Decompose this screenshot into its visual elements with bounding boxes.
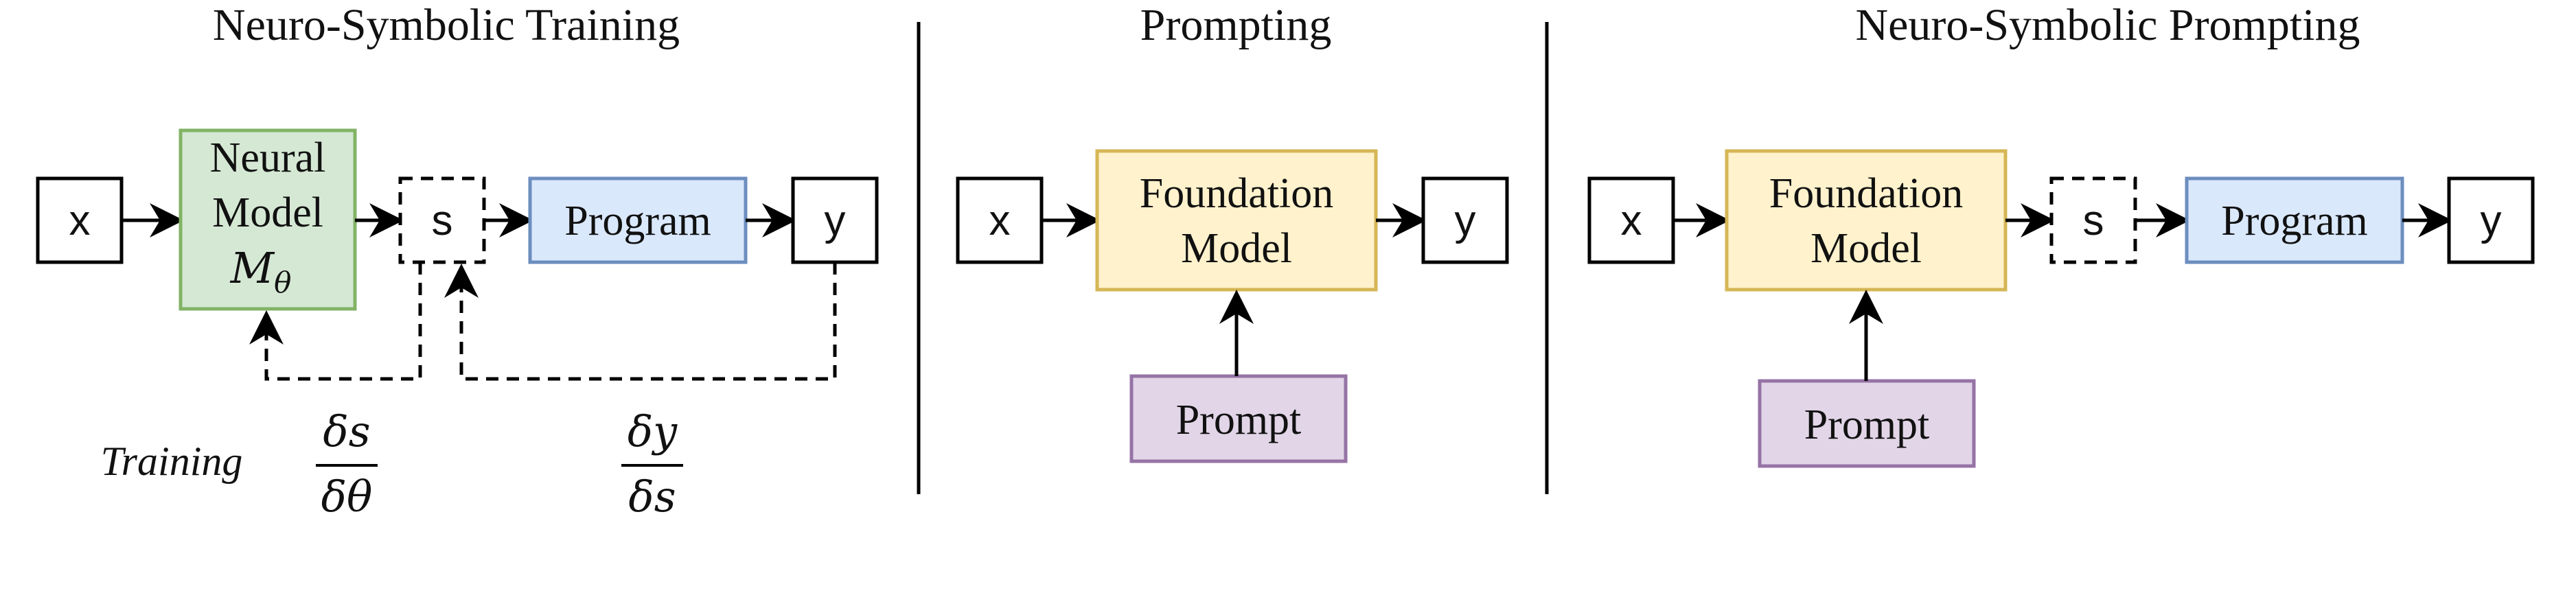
ns-fm-label-line2: Model [1810, 225, 1922, 272]
training-symbols-label: s [432, 197, 453, 244]
neural-model-box [179, 128, 357, 311]
prompting-input-box [956, 176, 1044, 264]
prompting-output-box [1421, 176, 1509, 264]
prompting-input-label: x [989, 197, 1011, 244]
grad-y-numerator: δy [628, 406, 678, 456]
prompting-panel: x Foundation Model y Prompt [956, 149, 1509, 463]
ns-prompt-label: Prompt [1804, 402, 1930, 448]
prompting-output-label: y [1455, 197, 1476, 244]
training-symbols-box [398, 176, 486, 264]
ns-symbols-label: s [2083, 197, 2104, 244]
neural-model-label-line2: Model [212, 189, 323, 236]
grad-s-denominator: δθ [321, 472, 373, 522]
ns-input-label: x [1621, 197, 1642, 244]
ns-output-box [2447, 176, 2535, 264]
ns-fm-label-line1: Foundation [1769, 170, 1963, 217]
neural-model-symbol-main: M [230, 243, 275, 293]
ns-program-label: Program [2221, 198, 2368, 244]
grad-y-denominator: δs [628, 472, 676, 522]
feedback-symbols-to-neural [249, 262, 422, 381]
grad-s-numerator: δs [323, 406, 370, 456]
training-label: Training [101, 439, 243, 484]
training-panel-title: Neuro-Symbolic Training [213, 0, 680, 50]
feedback-output-to-symbols [444, 262, 837, 381]
training-program-label: Program [564, 198, 711, 244]
prompting-prompt-label: Prompt [1176, 397, 1302, 443]
prompting-fm-label-line2: Model [1181, 225, 1292, 272]
training-output-label: y [825, 197, 846, 244]
training-panel: x Neural Model Mθ s Program y Training δ… [36, 128, 879, 522]
ns-symbols-box [2049, 176, 2137, 264]
prompting-prompt-box [1129, 374, 1348, 463]
training-input-label: x [69, 197, 91, 244]
training-program-box [528, 176, 748, 264]
neural-model-symbol: Mθ [230, 243, 292, 299]
ns-input-box [1587, 176, 1675, 264]
prompting-fm-label-line1: Foundation [1140, 170, 1333, 217]
neural-model-symbol-subscript: θ [274, 266, 291, 299]
ns-prompting-panel-title: Neuro-Symbolic Prompting [1855, 0, 2360, 50]
ns-foundation-model-box [1725, 149, 2008, 292]
prompting-panel-title: Prompting [1140, 0, 1332, 50]
ns-program-box [2185, 176, 2404, 264]
neural-model-label-line1: Neural [210, 135, 326, 181]
ns-output-label: y [2481, 197, 2502, 244]
ns-prompt-box [1758, 379, 1976, 468]
ns-prompting-panel: x Foundation Model s Program y Prompt [1587, 149, 2535, 468]
